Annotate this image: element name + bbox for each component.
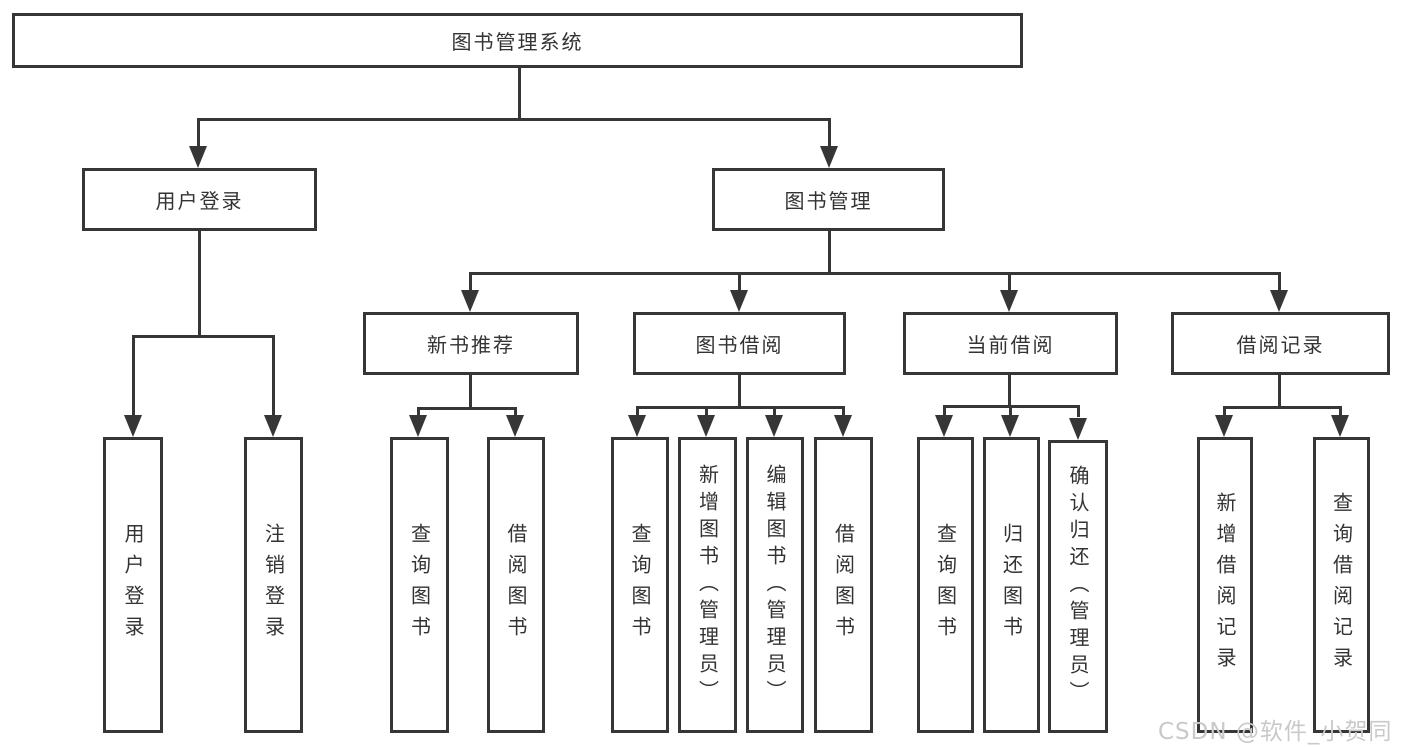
arrow-down-icon (264, 415, 282, 437)
leaf-borrow-books-recommend: 借阅图书 (487, 437, 545, 733)
arrow-down-icon (1331, 415, 1349, 437)
arrow-down-icon (834, 415, 852, 437)
leaf-add-books-admin: 新增图书（管理员） (678, 437, 737, 733)
connector-line (1008, 272, 1011, 292)
arrow-down-icon (730, 290, 748, 312)
arrow-down-icon (1270, 290, 1288, 312)
connector-line (132, 335, 135, 415)
connector-line (705, 406, 708, 417)
arrow-down-icon (1001, 415, 1019, 437)
leaf-query-books-recommend: 查询图书 (390, 437, 449, 733)
node-label: 新增图书（管理员） (695, 463, 720, 707)
node-label: 借阅记录 (1236, 333, 1325, 357)
node-label: 借阅图书 (831, 523, 856, 647)
arrow-down-icon (189, 146, 207, 168)
arrow-down-icon (461, 290, 479, 312)
node-book-management: 图书管理 (712, 168, 945, 231)
node-label: 图书管理 (784, 189, 873, 213)
connector-line (469, 272, 472, 292)
leaf-edit-books-admin: 编辑图书（管理员） (746, 437, 804, 733)
arrow-down-icon (124, 415, 142, 437)
node-label: 注销登录 (261, 523, 286, 647)
leaf-borrow-books-borrow: 借阅图书 (814, 437, 873, 733)
node-label: 确认归还（管理员） (1066, 465, 1090, 708)
connector-line (1223, 406, 1226, 417)
node-label: 用户登录 (121, 523, 145, 647)
node-new-book-recommend: 新书推荐 (363, 312, 579, 375)
node-label: 查询图书 (933, 523, 958, 647)
arrow-down-icon (765, 415, 783, 437)
arrow-down-icon (628, 415, 646, 437)
connector-line (1008, 375, 1011, 405)
arrow-down-icon (409, 415, 427, 437)
connector-line (943, 405, 946, 417)
node-user-login: 用户登录 (82, 168, 317, 231)
arrow-down-icon (1215, 415, 1233, 437)
connector-line (417, 407, 516, 410)
leaf-logout: 注销登录 (244, 437, 303, 733)
connector-line (469, 375, 472, 407)
node-label: 当前借阅 (966, 333, 1055, 357)
node-label: 归还图书 (999, 523, 1024, 647)
connector-line (842, 406, 845, 417)
leaf-query-books-borrow: 查询图书 (611, 437, 669, 733)
connector-line (1009, 405, 1012, 417)
connector-line (636, 406, 844, 409)
connector-line (738, 272, 741, 292)
arrow-down-icon (1069, 418, 1087, 440)
connector-line (132, 335, 275, 338)
node-label: 查询图书 (628, 523, 652, 647)
node-label: 用户登录 (155, 189, 244, 213)
connector-line (738, 375, 741, 406)
arrow-down-icon (697, 415, 715, 437)
connector-line (514, 407, 517, 417)
connector-line (1223, 406, 1341, 409)
connector-line (198, 231, 201, 335)
arrow-down-icon (935, 415, 953, 437)
connector-line (1339, 406, 1342, 417)
connector-line (272, 335, 275, 415)
leaf-user-login: 用户登录 (103, 437, 163, 733)
connector-line (828, 118, 831, 148)
node-label: 图书借阅 (695, 333, 784, 357)
arrow-down-icon (1000, 290, 1018, 312)
arrow-down-icon (506, 415, 524, 437)
connector-line (773, 406, 776, 417)
node-label: 查询图书 (407, 523, 432, 647)
connector-line (470, 272, 1280, 275)
node-current-borrow: 当前借阅 (903, 312, 1118, 375)
node-label: 新书推荐 (427, 333, 515, 357)
node-label: 新增借阅记录 (1213, 492, 1237, 678)
node-label: 借阅图书 (504, 523, 528, 647)
connector-line (1278, 375, 1281, 406)
connector-line (197, 118, 831, 121)
leaf-add-borrow-record: 新增借阅记录 (1197, 437, 1253, 733)
node-label: 图书管理系统 (451, 30, 584, 54)
leaf-confirm-return-admin: 确认归还（管理员） (1048, 440, 1108, 733)
connector-line (636, 406, 639, 417)
connector-line (197, 118, 200, 148)
node-borrow-records: 借阅记录 (1171, 312, 1390, 375)
connector-line (1077, 405, 1080, 417)
connector-line (828, 231, 831, 273)
connector-line (417, 407, 420, 417)
node-label: 查询借阅记录 (1329, 492, 1354, 678)
node-label: 编辑图书（管理员） (763, 463, 787, 707)
connector-line (518, 68, 521, 118)
leaf-query-books-current: 查询图书 (917, 437, 974, 733)
arrow-down-icon (820, 146, 838, 168)
csdn-watermark: CSDN @软件_小贺同学 (1158, 719, 1393, 745)
connector-line (1278, 272, 1281, 292)
node-book-borrow: 图书借阅 (633, 312, 846, 375)
leaf-query-borrow-record: 查询借阅记录 (1313, 437, 1370, 733)
node-system-root: 图书管理系统 (12, 13, 1023, 68)
leaf-return-books: 归还图书 (983, 437, 1040, 733)
